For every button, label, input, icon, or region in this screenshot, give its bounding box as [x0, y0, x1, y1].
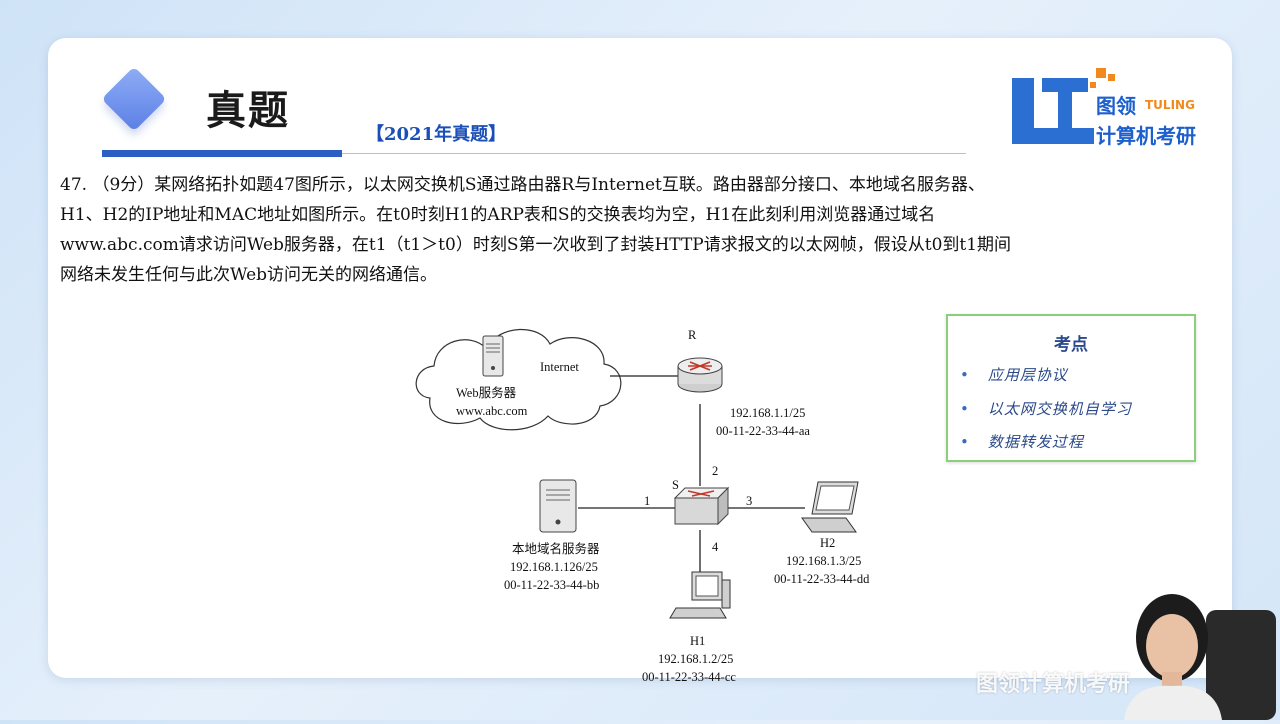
switch-label: S	[672, 478, 679, 492]
key-point-text: 应用层协议	[987, 366, 1068, 384]
web-server-domain: www.abc.com	[456, 404, 528, 418]
question-line: 网络未发生任何与此次Web访问无关的网络通信。	[60, 265, 438, 285]
router-mac: 00-11-22-33-44-aa	[716, 424, 810, 438]
question-line: www.abc.com请求访问Web服务器，在t1（t1＞t0）时刻S第一次收到…	[60, 235, 1012, 255]
title-divider	[342, 153, 966, 154]
key-points-title: 考点	[1054, 335, 1088, 355]
key-point-item: • 以太网交换机自学习	[960, 398, 1132, 419]
h2-ip: 192.168.1.3/25	[786, 554, 862, 568]
key-points-box: 考点 • 应用层协议 • 以太网交换机自学习 • 数据转发过程	[946, 314, 1196, 462]
port-1-label: 1	[644, 494, 651, 508]
h1-mac: 00-11-22-33-44-cc	[642, 670, 736, 684]
dns-ip: 192.168.1.126/25	[510, 560, 598, 574]
network-links	[578, 375, 805, 580]
bullet-icon: •	[960, 433, 970, 451]
port-2-label: 2	[712, 464, 719, 478]
key-point-text: 以太网交换机自学习	[987, 400, 1132, 418]
logo-mark	[1012, 78, 1034, 144]
internet-cloud	[415, 328, 622, 431]
logo-tagline: 计算机考研	[1096, 124, 1196, 148]
logo-brand: 图领	[1096, 94, 1136, 118]
web-server-icon	[482, 335, 504, 377]
watermark: 图领计算机考研	[976, 672, 1131, 697]
page-title: 真题	[206, 88, 290, 134]
key-point-item: • 数据转发过程	[960, 431, 1084, 452]
logo-brand-en: TULING	[1145, 98, 1195, 112]
dns-mac: 00-11-22-33-44-bb	[504, 578, 600, 592]
logo-square	[1090, 82, 1096, 88]
presenter-video	[1110, 568, 1280, 720]
router-icon	[677, 357, 723, 393]
tuling-logo: 图领 TULING 计算机考研	[1012, 68, 1212, 150]
question-line: 47. （9分）某网络拓扑如题47图所示，以太网交换机S通过路由器R与Inter…	[60, 175, 985, 195]
topology-graphics	[415, 328, 859, 619]
key-point-text: 数据转发过程	[987, 433, 1084, 451]
bullet-icon: •	[960, 366, 970, 384]
h2-name: H2	[820, 536, 836, 550]
logo-mark	[1034, 128, 1094, 144]
logo-square	[1108, 74, 1115, 81]
h1-ip: 192.168.1.2/25	[658, 652, 734, 666]
network-topology-diagram: R Internet Web服务器 www.abc.com 192.168.1.…	[400, 318, 920, 690]
laptop-icon	[801, 481, 859, 533]
port-3-label: 3	[746, 494, 753, 508]
question-text: 47. （9分）某网络拓扑如题47图所示，以太网交换机S通过路由器R与Inter…	[60, 170, 1200, 290]
dns-name: 本地域名服务器	[512, 542, 600, 556]
internet-label: Internet	[540, 360, 579, 374]
page-subtitle: 【2021年真题】	[366, 124, 507, 145]
router-ip: 192.168.1.1/25	[730, 406, 806, 420]
logo-mark	[1058, 92, 1072, 128]
key-point-item: • 应用层协议	[960, 364, 1068, 385]
port-4-label: 4	[712, 540, 719, 554]
h1-name: H1	[690, 634, 706, 648]
logo-square	[1096, 68, 1106, 78]
switch-icon	[673, 486, 730, 526]
router-label: R	[688, 328, 697, 342]
dns-server-icon	[539, 479, 577, 533]
question-line: H1、H2的IP地址和MAC地址如图所示。在t0时刻H1的ARP表和S的交换表均…	[60, 205, 936, 225]
title-underline	[102, 150, 342, 157]
bullet-icon: •	[960, 400, 970, 418]
desktop-icon	[669, 571, 731, 619]
h2-mac: 00-11-22-33-44-dd	[774, 572, 870, 586]
logo-mark	[1042, 78, 1088, 92]
web-server-name: Web服务器	[456, 386, 517, 400]
